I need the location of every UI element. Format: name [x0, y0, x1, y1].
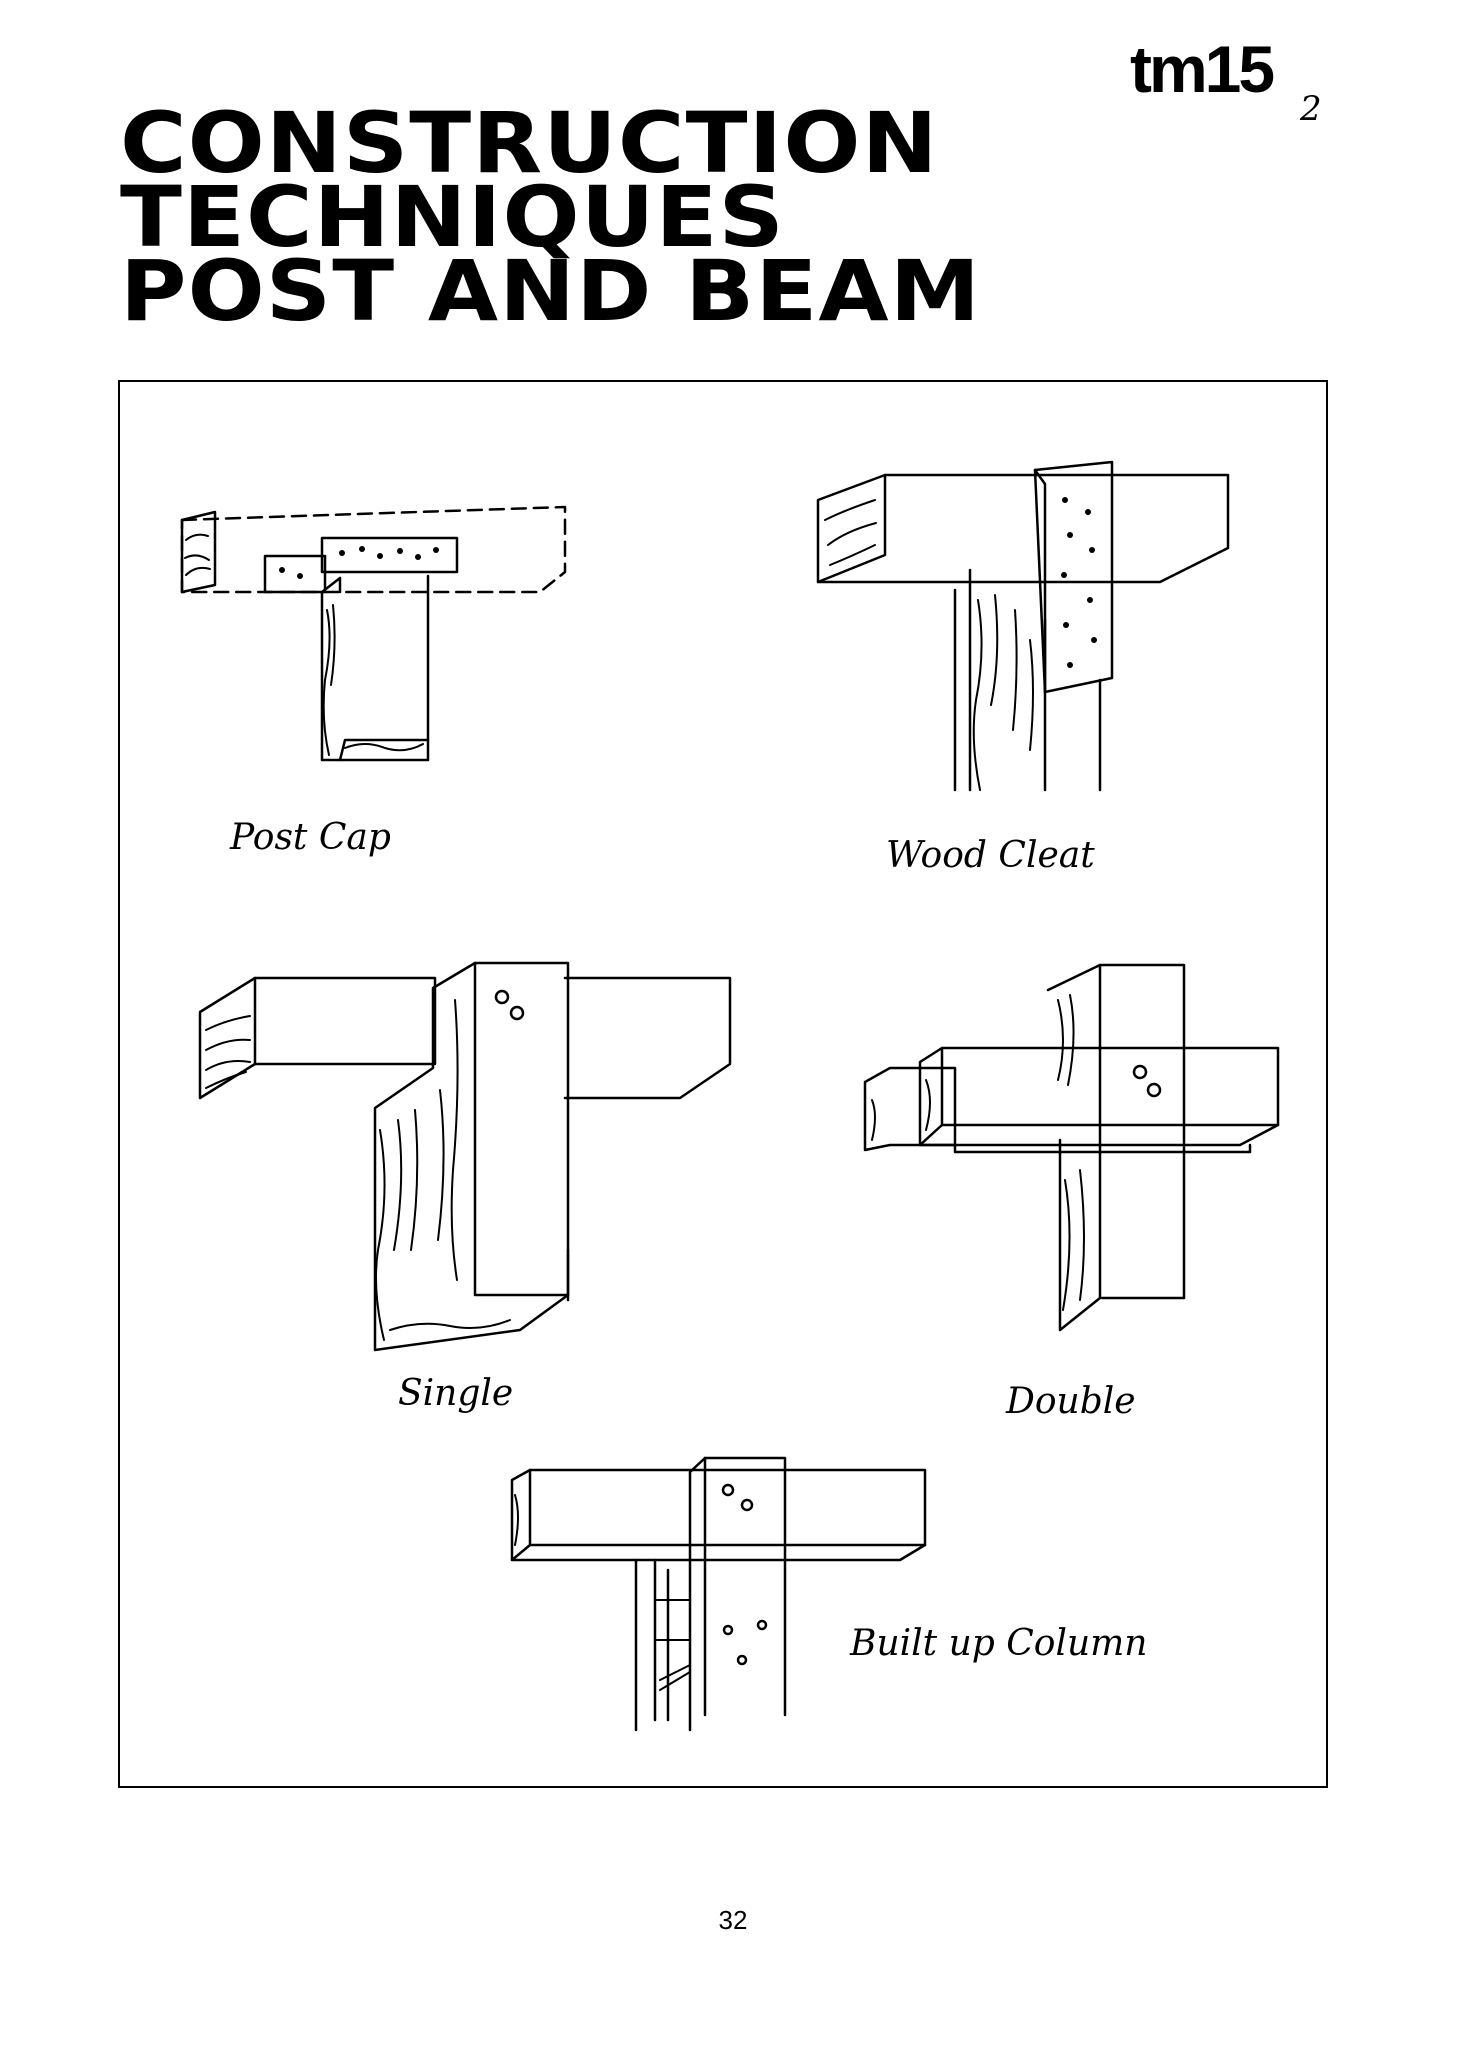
- document-mark: tm15: [1130, 32, 1275, 106]
- single-drawing: [198, 961, 732, 1352]
- page-number: 32: [718, 1905, 748, 1935]
- page-title: CONSTRUCTION TECHNIQUES POST AND BEAM: [120, 94, 982, 340]
- double-drawing: [863, 963, 1280, 1332]
- illustration-panel: [118, 380, 1328, 1788]
- title-line-3: POST AND BEAM: [120, 242, 982, 340]
- wood-cleat-drawing: [816, 460, 1230, 792]
- built-up-column-drawing: [510, 1456, 927, 1732]
- document-mark-subscript: 2: [1300, 89, 1322, 129]
- figure-label-wood-cleat: Wood Cleat: [886, 835, 1095, 876]
- figure-label-single: Single: [398, 1373, 514, 1414]
- figure-label-double: Double: [1006, 1381, 1136, 1422]
- title-line-2: TECHNIQUES: [120, 168, 785, 266]
- post-cap-drawing: [180, 505, 567, 762]
- figure-label-post-cap: Post Cap: [230, 817, 391, 858]
- title-line-1: CONSTRUCTION: [120, 94, 939, 192]
- figure-label-built-up-column: Built up Column: [850, 1623, 1148, 1664]
